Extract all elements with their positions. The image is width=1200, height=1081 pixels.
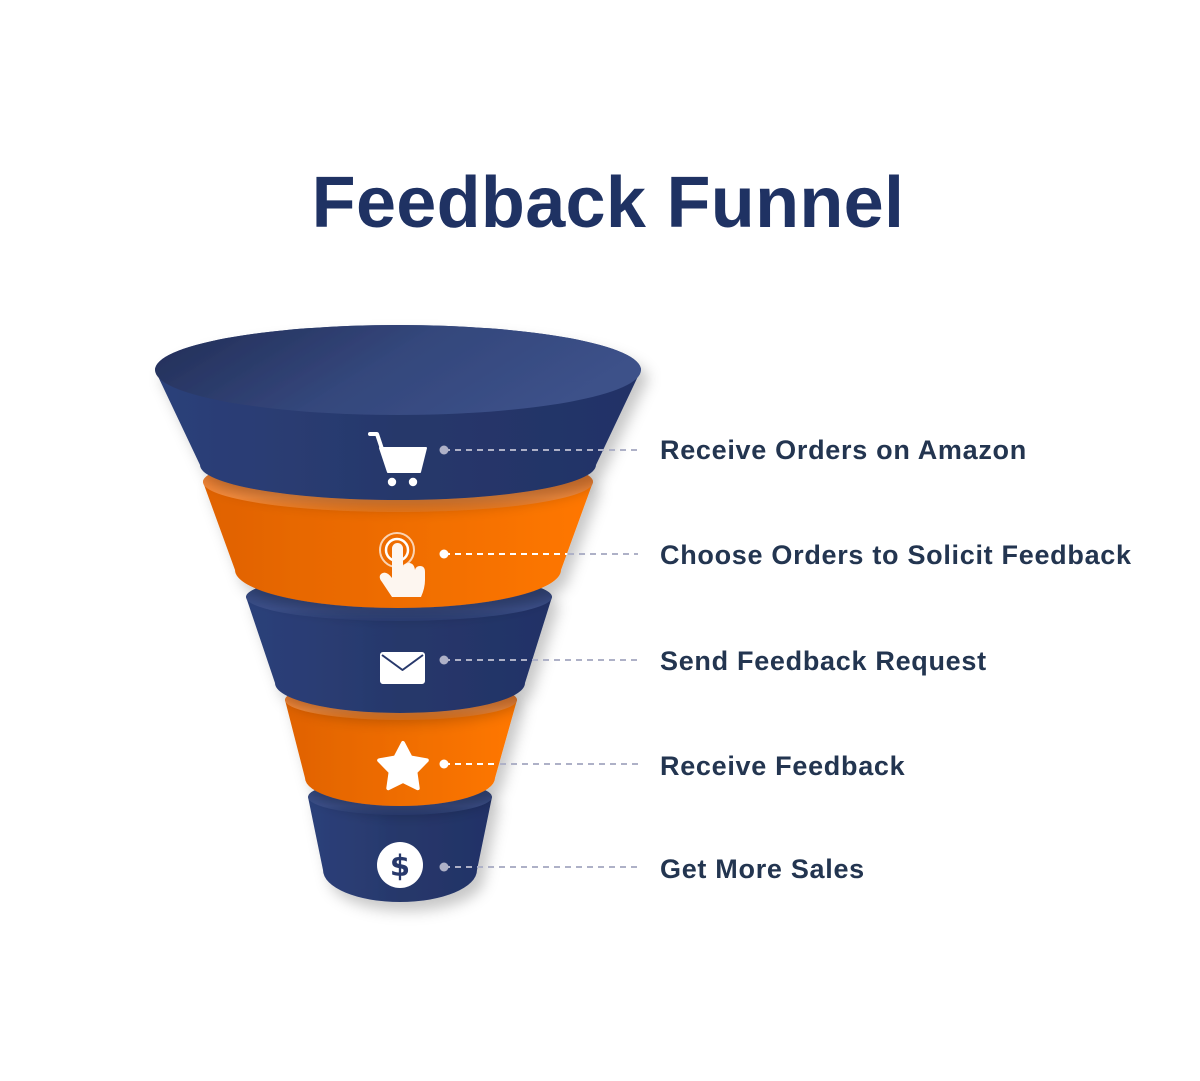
connector-2 (439, 549, 638, 559)
envelope-icon (380, 652, 425, 684)
star-icon (377, 741, 429, 791)
funnel-band-1 (155, 325, 641, 500)
stage-label-get-more-sales: Get More Sales (660, 854, 865, 884)
shopping-cart-icon (368, 432, 427, 487)
connector-4 (439, 759, 638, 769)
connector-1 (439, 445, 638, 455)
stage-label-send-request: Send Feedback Request (660, 646, 987, 676)
stage-label-receive-feedback: Receive Feedback (660, 751, 906, 781)
connector-5 (439, 862, 638, 872)
page-title: Feedback Funnel (311, 163, 905, 243)
funnel-top-opening (155, 325, 641, 415)
stage-label-receive-orders: Receive Orders on Amazon (660, 435, 1027, 465)
connector-3 (439, 655, 638, 665)
tap-hand-icon (379, 532, 425, 597)
dollar-sign-glyph: $ (390, 849, 410, 883)
dollar-coin-icon: $ (377, 842, 423, 888)
stage-label-choose-orders: Choose Orders to Solicit Feedback (660, 540, 1132, 570)
